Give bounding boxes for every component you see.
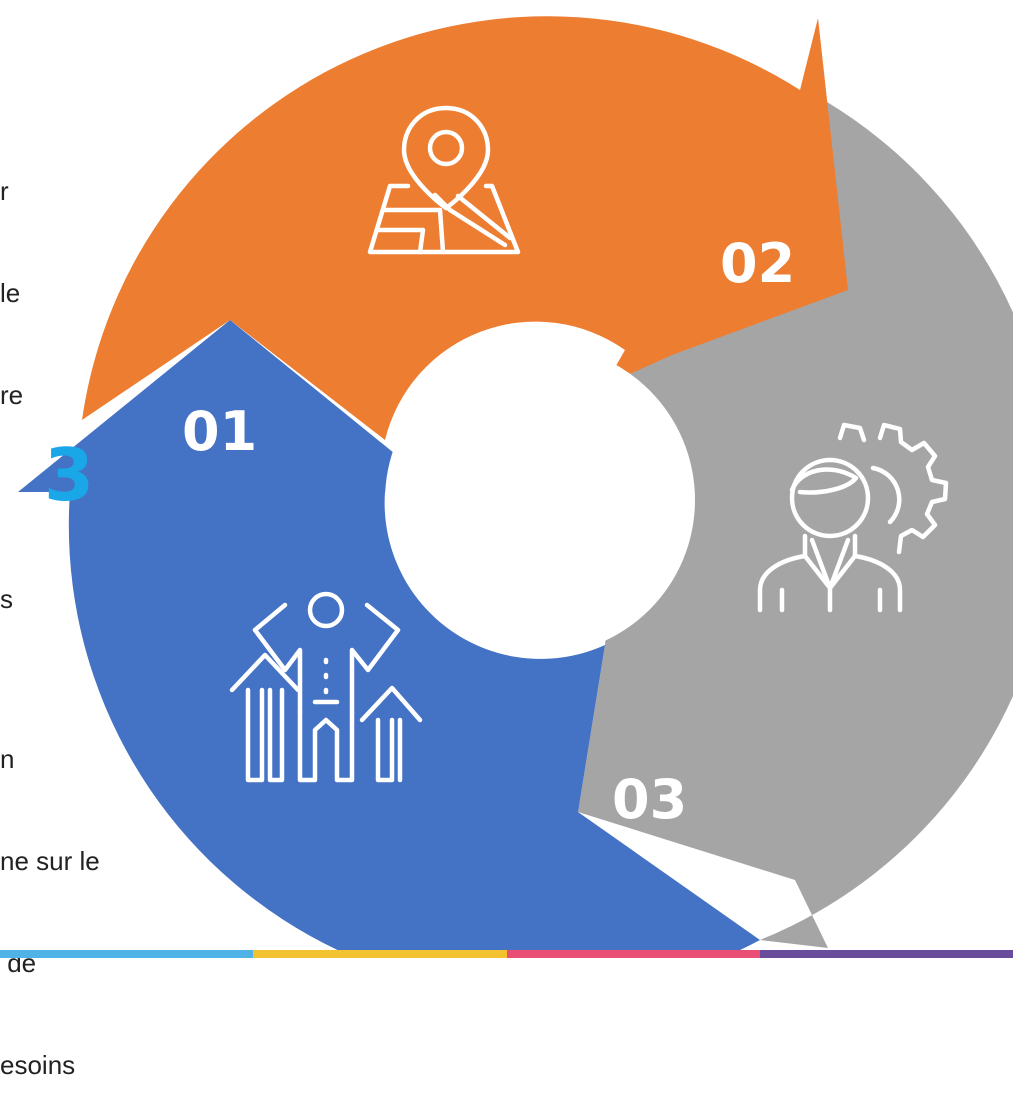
bar-segment xyxy=(506,950,760,958)
person-gear-icon xyxy=(757,422,949,613)
left-text-line: r xyxy=(0,176,9,206)
bar-segment xyxy=(759,950,1013,958)
bar-segment xyxy=(0,950,254,958)
left-text-line: esoins xyxy=(0,1050,76,1080)
left-text-upper: r le re s xyxy=(0,106,23,650)
left-marker-3: 3 xyxy=(44,433,94,517)
left-text-line: n xyxy=(0,744,15,774)
step-03-number: 03 xyxy=(612,768,687,831)
segment-02-arrow xyxy=(82,16,848,441)
celebrating-person-growth-icon xyxy=(229,591,423,783)
bottom-color-bar xyxy=(0,950,1013,958)
cycle-diagram: 01 02 03 3 xyxy=(18,16,1013,958)
left-text-line: ne sur le xyxy=(0,846,100,876)
bar-segment xyxy=(253,950,507,958)
step-02-number: 02 xyxy=(720,232,795,295)
left-text-line: s xyxy=(0,584,13,614)
step-01-number: 01 xyxy=(182,400,257,463)
left-text-line: re xyxy=(0,380,24,410)
map-pin-icon xyxy=(367,105,521,255)
center-hole xyxy=(385,345,695,655)
left-text-line: le xyxy=(0,278,21,308)
